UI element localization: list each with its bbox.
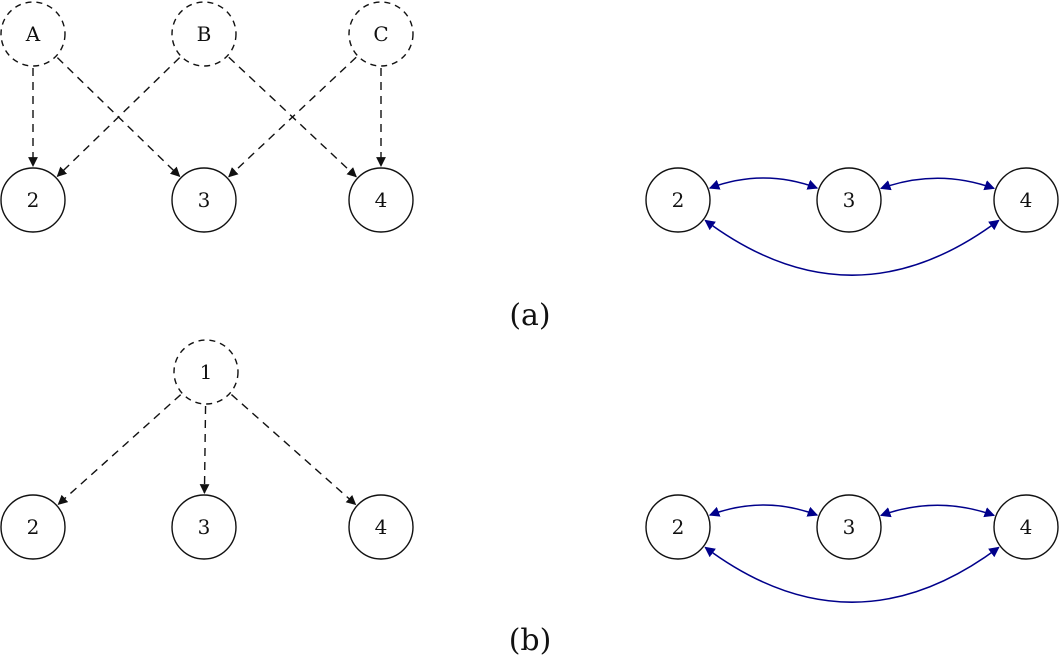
latent-node-circle	[348, 1, 414, 67]
node-label: B	[197, 22, 212, 46]
node-label: 4	[1020, 188, 1033, 212]
node-label: 4	[375, 515, 388, 539]
panel-b: 1 2 3 4 2 3 4 (b)	[0, 339, 1059, 658]
node-label: A	[25, 22, 41, 46]
latent-node-A: A	[0, 1, 66, 67]
dashed-edge-1-to-2	[57, 394, 182, 505]
latent-node-circle	[173, 339, 239, 405]
node-label: 2	[672, 188, 685, 212]
dashed-edge-1-to-3	[199, 405, 210, 494]
dashed-edge-C-to-3	[228, 56, 357, 178]
node-circle	[171, 167, 237, 233]
latent-node-B: B	[171, 1, 237, 67]
node-label: 3	[843, 515, 856, 539]
latent-node-circle	[0, 1, 66, 67]
node-2: 2	[645, 167, 711, 233]
node-label: C	[373, 22, 388, 46]
node-circle	[645, 167, 711, 233]
node-label: 2	[672, 515, 685, 539]
dashed-edge-1-to-4	[230, 394, 357, 506]
node-label: 3	[843, 188, 856, 212]
node-circle	[171, 494, 237, 560]
bidirected-edge-2-3	[708, 504, 819, 517]
node-3: 3	[816, 494, 882, 560]
latent-node-1: 1	[173, 339, 239, 405]
observed-node-2: 2	[0, 167, 66, 233]
panel-a: A B C 2 3 4 2 3 4 (a)	[0, 1, 1059, 333]
node-label: 2	[27, 515, 40, 539]
latent-node-C: C	[348, 1, 414, 67]
observed-node-3: 3	[171, 167, 237, 233]
node-3: 3	[816, 167, 882, 233]
panel-a-dag: A B C 2 3 4	[0, 1, 414, 233]
bidirected-edge-2-4	[704, 546, 1000, 603]
panel-b-caption: (b)	[509, 623, 552, 658]
node-circle	[816, 167, 882, 233]
bidirected-edge-2-3	[708, 177, 819, 190]
node-label: 2	[27, 188, 40, 212]
node-label: 1	[200, 360, 213, 384]
node-circle	[0, 167, 66, 233]
node-label: 3	[198, 188, 211, 212]
panel-a-caption: (a)	[509, 298, 550, 333]
node-circle	[0, 494, 66, 560]
latent-node-circle	[171, 1, 237, 67]
node-4: 4	[993, 494, 1059, 560]
node-circle	[348, 494, 414, 560]
panel-b-bidirected-graph: 2 3 4	[645, 494, 1059, 603]
node-label: 4	[1020, 515, 1033, 539]
bidirected-edge-3-4	[879, 177, 996, 191]
observed-node-4: 4	[348, 494, 414, 560]
panel-a-bidirected-graph: 2 3 4	[645, 167, 1059, 276]
node-label: 3	[198, 515, 211, 539]
observed-node-3: 3	[171, 494, 237, 560]
node-circle	[645, 494, 711, 560]
node-circle	[348, 167, 414, 233]
node-circle	[993, 167, 1059, 233]
node-4: 4	[993, 167, 1059, 233]
node-2: 2	[645, 494, 711, 560]
observed-node-2: 2	[0, 494, 66, 560]
bidirected-edge-3-4	[879, 504, 996, 518]
node-circle	[993, 494, 1059, 560]
panel-b-dag: 1 2 3 4	[0, 339, 414, 560]
bidirected-edge-2-4	[704, 219, 1000, 276]
dashed-edge-B-to-2	[56, 57, 181, 178]
node-circle	[816, 494, 882, 560]
observed-node-4: 4	[348, 167, 414, 233]
node-label: 4	[375, 188, 388, 212]
